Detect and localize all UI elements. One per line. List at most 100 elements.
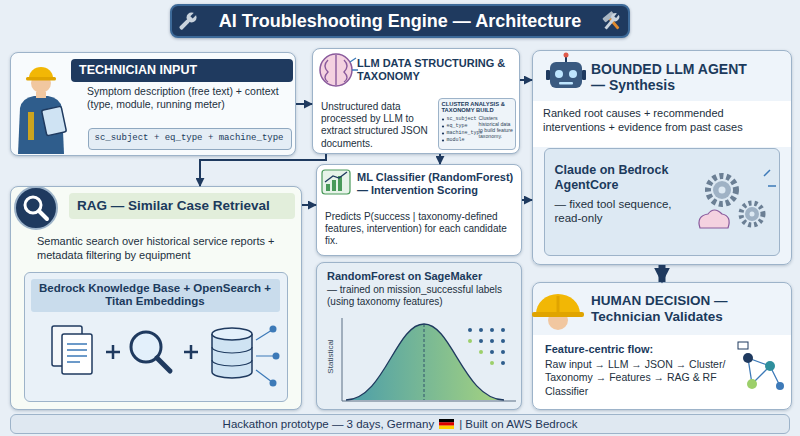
agent-panel: BOUNDED LLM AGENT — SynthesisRanked root… xyxy=(532,50,792,265)
magnifier-badge xyxy=(39,211,47,219)
plus-sign xyxy=(106,345,120,359)
body-text: Semantic search over historical service … xyxy=(37,235,295,263)
bell-curve-chart xyxy=(501,339,505,343)
brain-icon xyxy=(320,54,358,86)
technician-figure xyxy=(42,106,67,136)
helmet-icon xyxy=(536,294,580,314)
bell-curve-chart xyxy=(424,324,425,400)
documents-icon xyxy=(52,326,92,374)
field-name: machine_type xyxy=(447,130,479,136)
wrench-icon xyxy=(190,12,197,19)
robot-icon xyxy=(569,70,577,78)
database-icon xyxy=(212,326,280,387)
technician-figure xyxy=(36,92,46,98)
bell-curve-chart xyxy=(479,339,483,343)
bell-curve-chart xyxy=(490,339,494,343)
bullet-dots xyxy=(442,125,444,127)
model-box: RandomForest on SageMaker— trained on mi… xyxy=(316,262,522,410)
germany-flag xyxy=(439,419,454,429)
field-name: sc_subject xyxy=(447,116,479,122)
bell-curve-chart xyxy=(346,324,504,400)
brain-icon xyxy=(350,58,358,70)
axis-label: Statistical xyxy=(326,327,335,387)
body-text: — trained on mission_successful labels (… xyxy=(327,284,515,308)
bell-curve-chart xyxy=(490,350,494,354)
flow-arrow xyxy=(302,204,316,206)
bell-curve-chart xyxy=(501,328,505,332)
gears-icon xyxy=(708,176,736,204)
bell-curve-chart xyxy=(342,318,343,401)
magnifier-badge xyxy=(15,187,57,229)
input-panel: TECHNICIAN INPUTSymptom description (fre… xyxy=(10,52,296,156)
robot-icon xyxy=(559,82,573,85)
helmet-icon xyxy=(557,296,560,312)
brain-icon xyxy=(320,54,352,86)
bell-curve-chart xyxy=(490,328,494,332)
box-heading: CLUSTER ANALYSIS & TAXONOMY BUILD xyxy=(442,101,512,114)
documents-icon xyxy=(62,334,92,374)
gears-icon xyxy=(750,212,755,217)
technician-figure xyxy=(28,112,34,140)
plus-sign xyxy=(106,345,120,359)
bullet-dots xyxy=(442,118,444,141)
flow-arrow xyxy=(520,79,532,81)
documents-icon xyxy=(67,344,87,362)
tools-icon xyxy=(604,19,614,30)
plus-sign xyxy=(184,345,198,359)
chart-icon xyxy=(322,170,350,194)
body-text: Unstructured data processed by LLM to ex… xyxy=(321,101,439,150)
panel-heading: ML Classifier (RandomForest) — Intervent… xyxy=(357,171,517,197)
diagram-caption: Hackathon prototype — 3 days, Germany xyxy=(223,418,435,430)
flow-arrow xyxy=(296,103,312,105)
technician-figure xyxy=(18,96,64,154)
technician-figure xyxy=(18,67,66,154)
bell-curve-chart xyxy=(342,318,516,401)
gears-icon xyxy=(699,170,776,228)
database-icon xyxy=(273,353,280,360)
cluster-icon xyxy=(776,382,784,390)
database-icon xyxy=(212,334,252,378)
service-box: Bedrock Knowledge Base + OpenSearch + Ti… xyxy=(24,272,288,402)
field-text: sc_subject + eq_type + machine_type xyxy=(89,129,290,148)
search-icon xyxy=(157,358,170,371)
plus-sign xyxy=(184,345,198,359)
flow-arrow xyxy=(200,154,326,186)
wrench-icon xyxy=(184,10,198,24)
bell-curve-chart xyxy=(501,361,505,365)
field-name: module xyxy=(447,137,479,143)
title-banner: AI Troubleshooting Engine — Architecture xyxy=(170,4,630,38)
bell-curve-chart xyxy=(346,324,504,400)
panel-heading: HUMAN DECISION — Technician Validates xyxy=(591,293,781,324)
tools-icon xyxy=(608,17,619,30)
magnifier-badge xyxy=(15,187,57,229)
robot-icon xyxy=(546,53,586,89)
bell-curve-chart xyxy=(468,339,472,343)
search-icon xyxy=(131,332,170,371)
magnifier-badge xyxy=(25,197,41,213)
box-heading: Bedrock Knowledge Base + OpenSearch + Ti… xyxy=(31,279,280,313)
body-text: — fixed tool sequence, read-only xyxy=(555,197,695,225)
chart-icon xyxy=(326,184,330,191)
chart-icon xyxy=(332,180,336,191)
flow-text: Raw input → LLM → JSON → Cluster/ Taxono… xyxy=(545,358,730,398)
process-box: LLM DATA STRUCTURING & TAXONOMYUnstructu… xyxy=(312,48,520,154)
tools-icon xyxy=(614,13,619,18)
body-text: Symptom description (free text) + contex… xyxy=(87,85,295,112)
technician-figure xyxy=(31,73,51,93)
cluster-icon xyxy=(747,379,757,389)
caption-bar: Hackathon prototype — 3 days, Germany | … xyxy=(10,414,790,434)
helmet-icon xyxy=(548,310,568,330)
footer-note: | Built on AWS Bedrock xyxy=(459,418,577,430)
database-icon xyxy=(256,330,274,382)
decision-panel: HUMAN DECISION — Technician ValidatesFea… xyxy=(532,282,792,410)
overlay xyxy=(200,80,662,282)
gears-icon xyxy=(699,210,729,228)
database-icon xyxy=(212,347,252,366)
tools-icon xyxy=(603,11,622,31)
overlay xyxy=(15,10,784,401)
note-text: Clusters historical data to build featur… xyxy=(479,115,514,140)
retrieval-panel: RAG — Similar Case RetrievalSemantic sea… xyxy=(10,186,302,410)
tools-icon xyxy=(602,11,623,33)
